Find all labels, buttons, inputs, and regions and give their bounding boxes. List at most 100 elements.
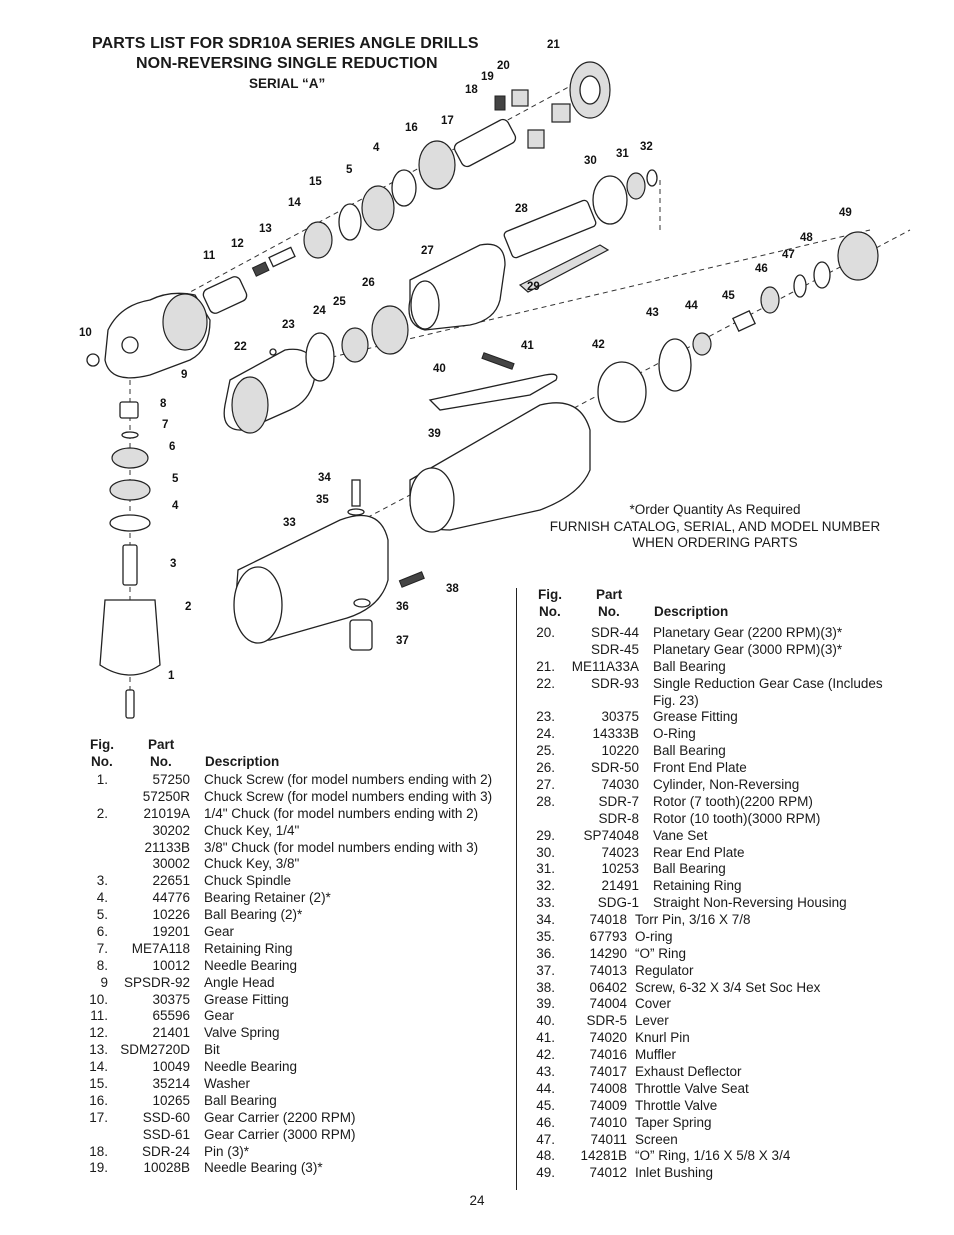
table-row: SSD-61 Gear Carrier (3000 RPM) — [0, 1127, 516, 1144]
cell-fig: 48. — [536, 1148, 555, 1164]
cell-fig: 19. — [89, 1160, 108, 1176]
callout-7: 7 — [162, 419, 168, 431]
cell-fig: 40. — [536, 1013, 555, 1029]
callout-25: 25 — [333, 296, 346, 308]
cell-part: SP74048 — [583, 827, 639, 843]
cell-fig: 4. — [96, 890, 108, 906]
cell-desc: Gear — [204, 924, 235, 940]
cell-part: SDR-5 — [586, 1013, 627, 1029]
cell-desc: Inlet Bushing — [635, 1165, 714, 1181]
cell-part: SSD-61 — [142, 1126, 190, 1142]
cell-desc: O-Ring — [653, 726, 696, 742]
cell-desc: Ball Bearing — [204, 1092, 277, 1108]
cell-desc: Needle Bearing — [204, 1059, 298, 1075]
cell-desc: Regulator — [635, 962, 694, 978]
cell-fig: 45. — [536, 1097, 555, 1113]
cell-desc: Gear Carrier (3000 RPM) — [204, 1126, 356, 1142]
cell-desc: O-ring — [635, 928, 673, 944]
cell-part: ME11A33A — [571, 658, 639, 674]
cell-fig: 9 — [100, 974, 108, 990]
header-description: Description — [654, 604, 729, 619]
cell-fig: 42. — [536, 1047, 555, 1063]
cell-part: SDG-1 — [597, 895, 639, 911]
exploded-parts-diagram: 1 2 3 4 5 6 7 8 9 10 11 12 13 14 15 16 1… — [79, 39, 911, 719]
callout-40: 40 — [433, 363, 446, 375]
cell-desc: Taper Spring — [635, 1114, 712, 1130]
cell-fig: 1. — [96, 772, 108, 787]
cell-part: 21491 — [601, 878, 639, 894]
cell-part: 10253 — [601, 861, 639, 877]
cell-desc: Ball Bearing — [653, 658, 726, 674]
cell-part: SSD-60 — [142, 1109, 190, 1125]
cell-part: SDR-7 — [598, 793, 639, 809]
cell-fig: 7. — [96, 940, 108, 956]
callout-31: 31 — [616, 148, 629, 160]
callout-19: 19 — [481, 71, 494, 83]
cell-part: 74009 — [589, 1097, 627, 1113]
cell-fig: 6. — [96, 924, 108, 940]
callout-46: 46 — [755, 263, 768, 275]
cell-part: 74012 — [589, 1165, 627, 1181]
page-title-line1: PARTS LIST FOR SDR10A SERIES ANGLE DRILL… — [92, 35, 479, 52]
callout-5: 5 — [346, 164, 353, 176]
cell-part: 30202 — [152, 822, 190, 838]
cell-desc: Single Reduction Gear Case (Includes — [653, 675, 883, 691]
page-number: 24 — [469, 1193, 485, 1208]
cell-part: 74016 — [589, 1047, 627, 1063]
callout-3: 3 — [170, 558, 176, 570]
cell-desc: “O” Ring — [635, 945, 687, 961]
cell-desc: Cylinder, Non-Reversing — [653, 777, 800, 793]
cell-part: 74018 — [589, 912, 627, 927]
cell-desc: Screw, 6-32 X 3/4 Set Soc Hex — [635, 979, 821, 995]
cell-desc: Retaining Ring — [204, 940, 293, 956]
cell-desc: Ball Bearing (2)* — [204, 907, 303, 923]
callout-15: 15 — [309, 176, 322, 188]
cell-fig: 23. — [536, 709, 555, 725]
callout-37: 37 — [396, 635, 409, 647]
cell-fig: 20. — [536, 625, 555, 640]
cell-desc: Screen — [635, 1131, 678, 1147]
callout-47: 47 — [782, 249, 795, 261]
cell-fig: 36. — [536, 945, 555, 961]
cell-desc: Planetary Gear (3000 RPM)(3)* — [653, 641, 843, 657]
cell-desc: Chuck Key, 1/4" — [204, 822, 300, 838]
callout-5: 5 — [172, 473, 179, 485]
cell-fig: 24. — [536, 726, 555, 742]
cell-part: SDR-45 — [590, 641, 639, 657]
cell-part: SDR-50 — [590, 760, 639, 776]
table-row: 36.14290“O” Ring — [517, 946, 954, 963]
cell-desc: 3/8" Chuck (for model numbers ending wit… — [204, 839, 479, 855]
callout-44: 44 — [685, 300, 698, 312]
order-note-line: FURNISH CATALOG, SERIAL, AND MODEL NUMBE… — [549, 518, 881, 534]
cell-fig: 37. — [536, 962, 555, 978]
cell-part: SDM2720D — [120, 1042, 190, 1058]
left-table-header: Fig. No. Part No. Description — [0, 737, 516, 771]
cell-fig: 26. — [536, 760, 555, 776]
serial-label: SERIAL “A” — [249, 76, 326, 91]
cell-desc: Vane Set — [653, 827, 708, 843]
cell-part: 57250 — [152, 772, 190, 787]
header-part: Part — [596, 587, 623, 602]
callout-17: 17 — [441, 115, 454, 127]
cell-desc: Fig. 23) — [653, 692, 699, 708]
cell-desc: Rear End Plate — [653, 844, 745, 860]
header-part: Part — [148, 737, 175, 752]
cell-desc: Throttle Valve Seat — [635, 1080, 749, 1096]
header-fig: Fig. — [538, 587, 562, 602]
cell-part: 74023 — [601, 844, 639, 860]
cell-fig: 35. — [536, 928, 555, 944]
